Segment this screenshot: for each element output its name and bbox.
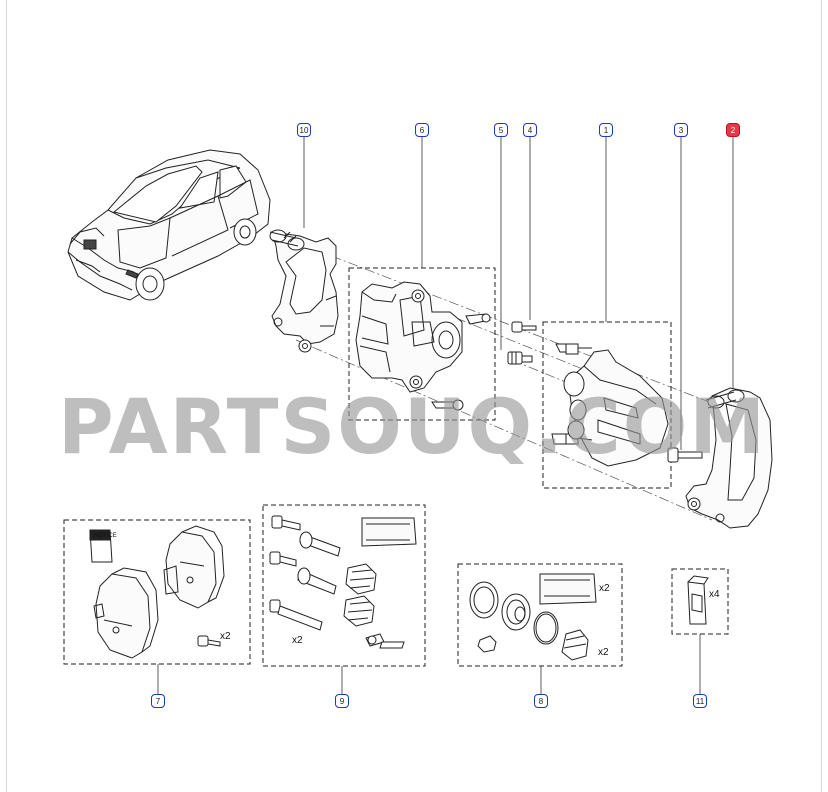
callout-7[interactable]: 7 — [151, 694, 165, 708]
kit-7-box — [63, 519, 251, 665]
kit-7-screw-qty: x2 — [220, 631, 231, 642]
callout-2-highlighted[interactable]: 2 — [726, 123, 740, 137]
callout-5[interactable]: 5 — [494, 123, 508, 137]
part-2-bracket — [685, 387, 773, 529]
assembly-axis-lines — [295, 242, 731, 521]
kit-8-packet-qty: x2 — [599, 583, 610, 594]
callout-8[interactable]: 8 — [534, 694, 548, 708]
car-illustration — [67, 149, 271, 301]
kit-9-pin-qty: x2 — [292, 635, 303, 646]
leader-lines — [157, 137, 734, 694]
part-1-box — [542, 321, 672, 489]
kit-7-brake-pads: NOTICE — [89, 525, 225, 659]
part-4-bleed-screw — [511, 321, 537, 333]
kit-9-guide-pins — [269, 515, 417, 649]
part-6-box — [348, 267, 496, 421]
kit-11-box — [671, 568, 729, 635]
callout-3[interactable]: 3 — [674, 123, 688, 137]
part-5-bleed-cap — [507, 351, 533, 365]
callout-6[interactable]: 6 — [415, 123, 429, 137]
kit-8-seal-kit — [469, 573, 597, 661]
callout-10[interactable]: 10 — [297, 123, 311, 137]
part-3-bolt — [667, 447, 703, 463]
page-frame — [6, 0, 822, 792]
part-1-caliper-assembly — [551, 343, 669, 467]
kit-11-clip-qty: x4 — [709, 589, 720, 600]
kit-8-box — [457, 563, 623, 667]
callout-4[interactable]: 4 — [523, 123, 537, 137]
part-10-bracket — [269, 229, 339, 353]
part-6-caliper — [355, 281, 491, 411]
kit-8-boot-qty: x2 — [598, 647, 609, 658]
kit-9-box — [262, 504, 426, 667]
callout-9[interactable]: 9 — [335, 694, 349, 708]
callout-11[interactable]: 11 — [693, 694, 707, 708]
callout-1[interactable]: 1 — [599, 123, 613, 137]
kit-11-clips — [687, 575, 709, 625]
notice-label: NOTICE — [94, 533, 117, 539]
